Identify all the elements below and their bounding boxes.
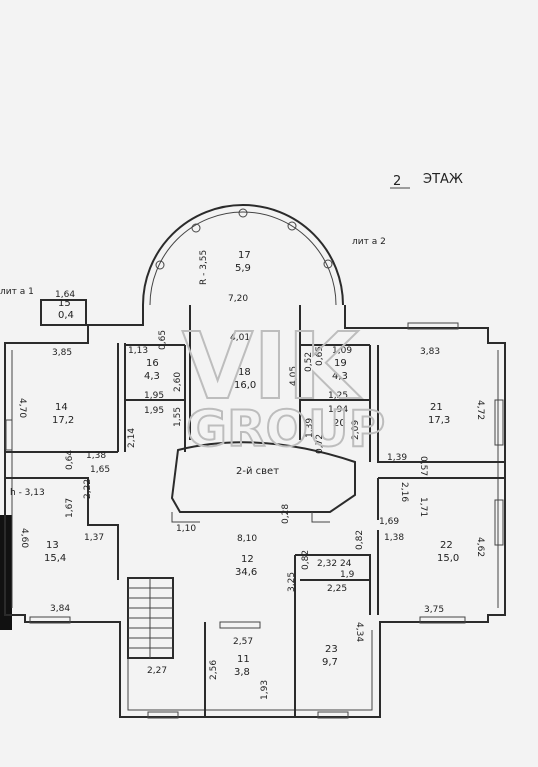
dim: 4,60 (19, 528, 29, 548)
ceiling-height: h - 3,13 (10, 488, 45, 498)
room-22-number: 22 (440, 540, 453, 551)
dome-radius: R - 3,55 (199, 250, 209, 285)
dim: 1,37 (84, 533, 104, 543)
room-19-number: 19 (334, 358, 347, 369)
room-23-number: 23 (325, 644, 338, 655)
room-24-area: 1,9 (340, 570, 355, 580)
dim: 0,65 (158, 330, 168, 350)
dim: 4,72 (475, 400, 485, 420)
watermark-line2: GROUP (186, 400, 385, 458)
room-12-area: 34,6 (235, 567, 257, 578)
dim: 1,38 (384, 533, 404, 543)
room-12-number: 12 (241, 554, 254, 565)
watermark: VIK GROUP (181, 312, 386, 459)
dim: 1,38 (86, 451, 106, 461)
dim: 1,39 (305, 418, 315, 438)
room-16-number: 16 (146, 358, 159, 369)
dim: 2,57 (233, 637, 253, 647)
dim: 7,20 (228, 294, 248, 304)
dim: 2,16 (399, 482, 409, 502)
sheet-note-left: лит а 1 (0, 287, 34, 297)
room-15-area: 0,4 (58, 310, 74, 321)
dim: 3,84 (50, 604, 70, 614)
room-13-number: 13 (46, 540, 59, 551)
room-17-number: 17 (238, 250, 251, 261)
dim: 1,64 (55, 290, 75, 300)
dim: 2,14 (127, 428, 137, 448)
room-24-number: 24 (340, 559, 352, 569)
dim: 0,72 (315, 434, 325, 454)
room-14-number: 14 (55, 402, 68, 413)
room-11-area: 3,8 (234, 667, 250, 678)
dim: 8,10 (237, 534, 257, 544)
dim: 0,52 (304, 352, 314, 372)
dim: 0,82 (355, 530, 365, 550)
windows (5, 322, 504, 719)
dim: 4,70 (17, 398, 27, 418)
room-18-number: 18 (238, 367, 251, 378)
dim: 1,93 (260, 680, 270, 700)
dim: 0,28 (281, 504, 291, 524)
floor-label: ЭТАЖ (423, 172, 463, 187)
dim: 0,65 (315, 346, 325, 366)
room-13-area: 15,4 (44, 553, 66, 564)
room-23-area: 9,7 (322, 657, 338, 668)
room-18-area: 16,0 (234, 380, 256, 391)
dim: 2,56 (209, 660, 219, 680)
room-19-area: 4,3 (332, 371, 348, 382)
dim: 1,95 (144, 406, 164, 416)
dim: 1,65 (90, 465, 110, 475)
skylight-label: 2-й свет (236, 466, 279, 477)
room-17-area: 5,9 (235, 263, 251, 274)
dim: 2,22 (83, 479, 93, 499)
room-21-area: 17,3 (428, 415, 450, 426)
dim: 4,05 (289, 366, 299, 386)
dim: 1,13 (128, 346, 148, 356)
dim: 3,25 (287, 572, 297, 592)
dim: 2,32 (317, 559, 337, 569)
dim: 1,39 (387, 453, 407, 463)
dim: 1,69 (379, 517, 399, 527)
dim: 0,64 (65, 450, 75, 470)
dim: 1,67 (65, 498, 75, 518)
dim: 1,09 (332, 346, 352, 356)
dim: 1,10 (176, 524, 196, 534)
floor-number: 2 (393, 174, 401, 189)
watermark-line1: VIK (182, 313, 362, 420)
dim: 2,27 (147, 666, 167, 676)
room-11-number: 11 (237, 654, 250, 665)
dim: 2,60 (173, 372, 183, 392)
room-15-number: 15 (58, 298, 71, 309)
dim: 0,82 (301, 550, 311, 570)
room-20-number: 20 (333, 418, 346, 429)
room-16-area: 4,3 (144, 371, 160, 382)
dim: 3,75 (424, 605, 444, 615)
dim: 3,83 (420, 347, 440, 357)
dim: 1,25 (328, 391, 348, 401)
room-labels: 17 5,9 15 0,4 14 17,2 16 4,3 18 16,0 19 … (44, 250, 459, 678)
room-22-area: 15,0 (437, 553, 459, 564)
dim: 4,34 (354, 622, 364, 642)
dim: 3,85 (52, 348, 72, 358)
dim: 2,25 (327, 584, 347, 594)
sheet-note-right: лит а 2 (352, 237, 386, 247)
dim: 4,62 (475, 537, 485, 557)
staircase (127, 577, 174, 659)
dim: 1,55 (173, 407, 183, 427)
dimension-labels: 1,64 3,85 7,20 4,01 1,13 0,65 1,95 2,60 … (17, 290, 485, 700)
room-14-area: 17,2 (52, 415, 74, 426)
dim: 1,71 (418, 497, 428, 517)
dim: 0,57 (418, 456, 428, 476)
dim: 4,01 (230, 333, 250, 343)
interior-walls (5, 305, 505, 717)
dim: 2,09 (351, 420, 361, 440)
dim: 1,94 (328, 405, 348, 415)
room-21-number: 21 (430, 402, 443, 413)
dim: 1,95 (144, 391, 164, 401)
